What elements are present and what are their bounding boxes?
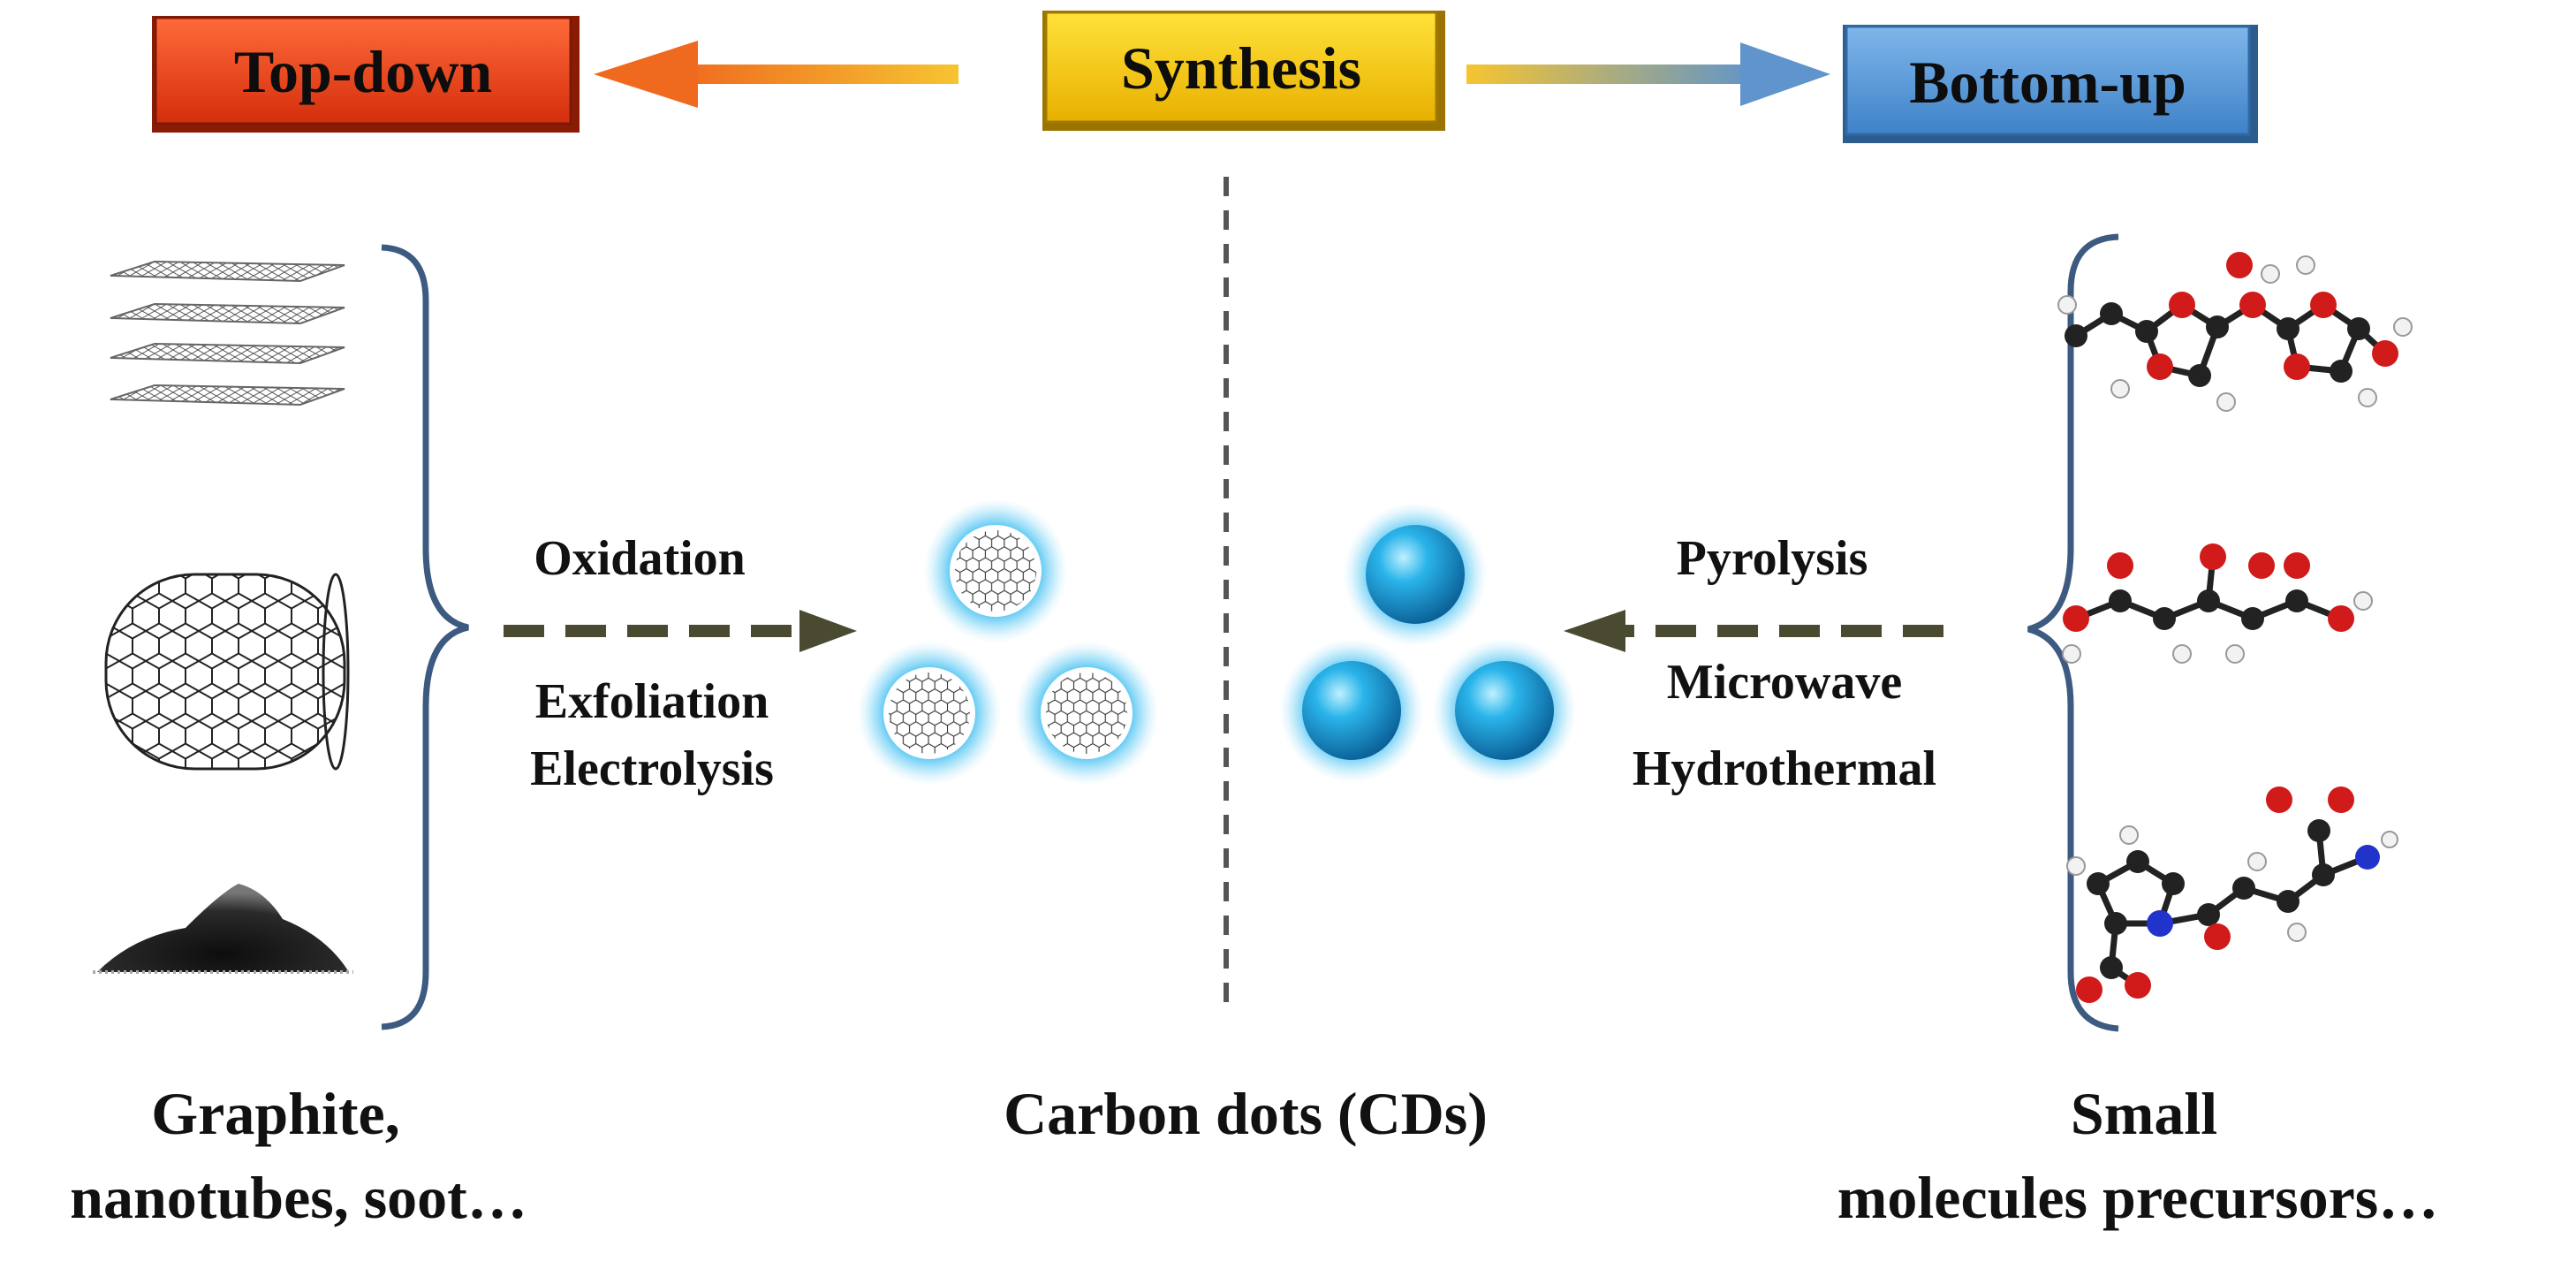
- bottom-up-label: Bottom-up: [1909, 49, 2186, 116]
- amino-acid-molecule-icon: [2066, 786, 2398, 1003]
- caption-left-line2: nanotubes, soot…: [70, 1164, 527, 1231]
- method-exfoliation: Exfoliation: [535, 674, 769, 729]
- nanotube-icon: [104, 573, 350, 771]
- method-oxidation: Oxidation: [534, 531, 746, 586]
- arrow-to-top-down: [594, 41, 958, 108]
- bottom-up-dashed-arrow: [1564, 610, 1943, 652]
- caption-center: Carbon dots (CDs): [1004, 1080, 1488, 1147]
- soot-pile-icon: [93, 884, 353, 974]
- carbon-dot-lattice-top: [923, 498, 1068, 643]
- carbon-dot-lattice-right: [1014, 641, 1159, 786]
- caption-left-line1: Graphite,: [151, 1080, 399, 1147]
- carbon-dot-lattice-left: [857, 641, 1002, 786]
- graphite-sheets-icon: [110, 260, 345, 407]
- bottom-up-box: Bottom-up: [1843, 25, 2258, 143]
- method-pyrolysis: Pyrolysis: [1677, 531, 1868, 586]
- caption-right-line1: Small: [2071, 1080, 2217, 1147]
- carbon-dot-sphere-right: [1432, 638, 1577, 783]
- arrow-to-bottom-up: [1466, 42, 1830, 106]
- carbon-dot-sphere-left: [1279, 638, 1424, 783]
- left-brace: [381, 244, 469, 1030]
- caption-right-line2: molecules precursors…: [1837, 1164, 2439, 1231]
- top-down-dashed-arrow: [504, 610, 857, 652]
- carbon-dot-sphere-top: [1343, 502, 1488, 647]
- synthesis-box: Synthesis: [1042, 11, 1445, 131]
- citric-acid-molecule-icon: [2062, 543, 2373, 664]
- sugar-molecule-icon: [2057, 252, 2413, 412]
- method-electrolysis: Electrolysis: [530, 741, 774, 796]
- method-microwave: Microwave: [1667, 655, 1902, 710]
- method-hydrothermal: Hydrothermal: [1633, 741, 1936, 796]
- top-down-box: Top-down: [152, 16, 580, 133]
- top-down-label: Top-down: [234, 38, 492, 105]
- synthesis-label: Synthesis: [1121, 34, 1361, 102]
- right-brace: [2027, 233, 2119, 1032]
